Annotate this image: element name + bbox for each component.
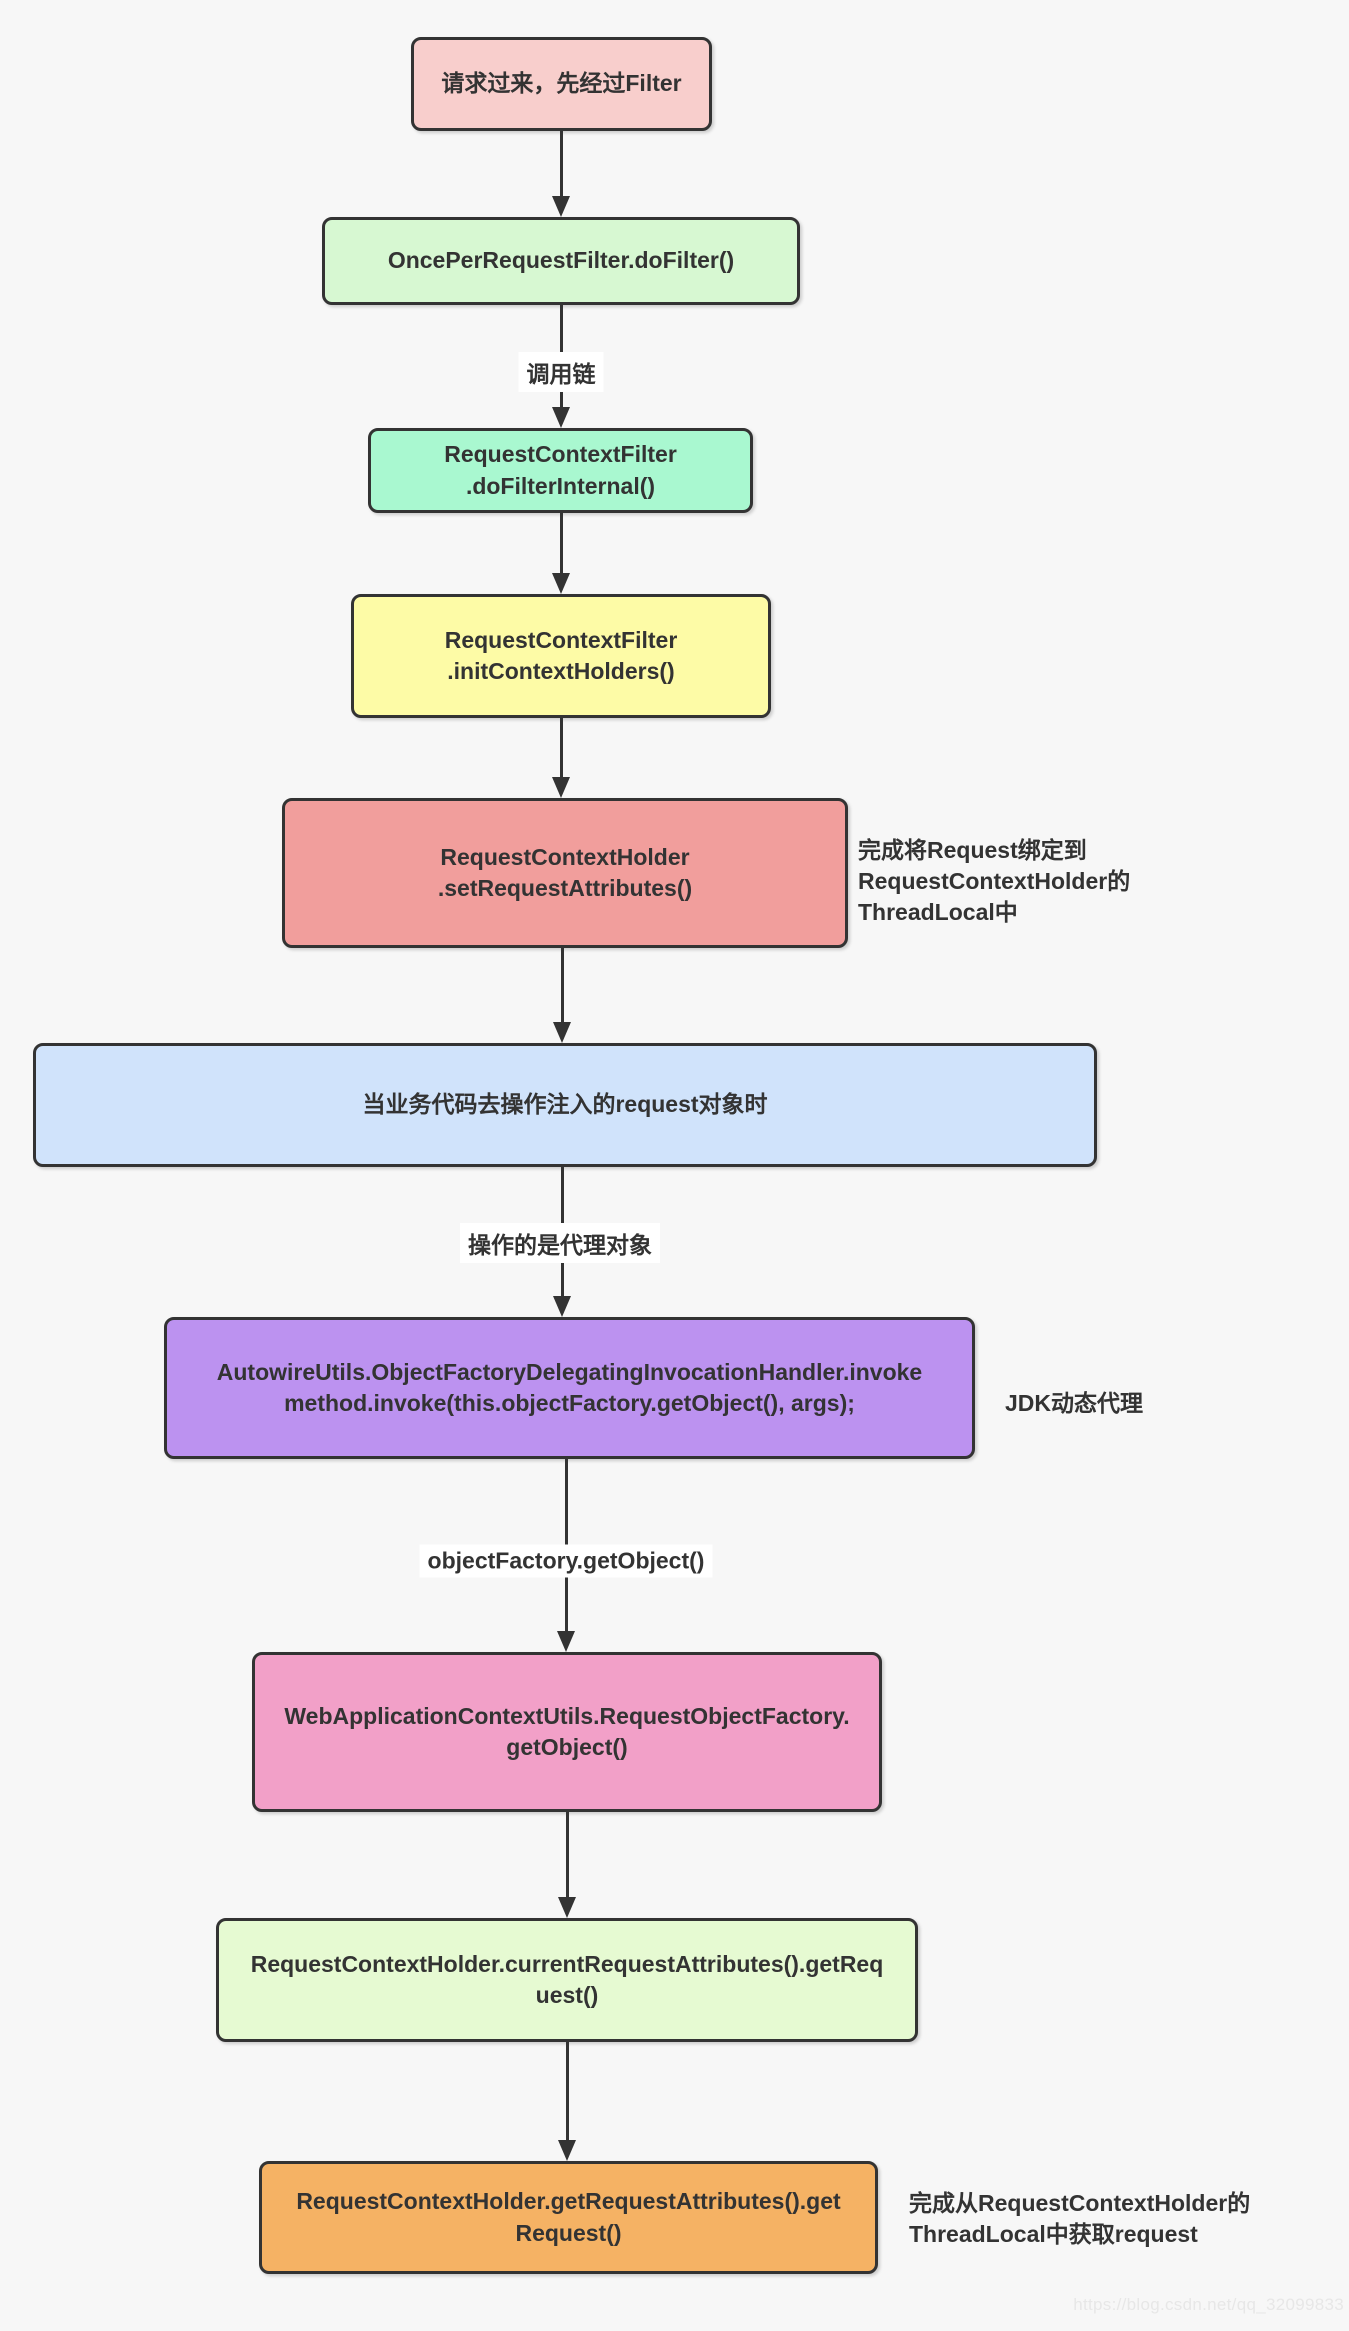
edge-label-proxy-object: 操作的是代理对象 (460, 1223, 660, 1263)
arrow-line (565, 2042, 569, 2141)
edge-label-objectfactory-getobject: objectFactory.getObject() (419, 1544, 713, 1578)
arrow-head-icon (553, 1022, 571, 1043)
node-webapplicationcontextutils-requestobjectfactory: WebApplicationContextUtils.RequestObject… (252, 1652, 882, 1812)
node-request-context-filter-dofilterinternal: RequestContextFilter .doFilterInternal() (368, 428, 753, 513)
annotation-get-from-threadlocal: 完成从RequestContextHolder的 ThreadLocal中获取r… (909, 2190, 1251, 2248)
arrow-8 (558, 1812, 576, 1918)
arrow-head-icon (552, 407, 570, 428)
arrow-line (559, 718, 563, 778)
node-once-per-request-filter-dofilter: OncePerRequestFilter.doFilter() (322, 217, 800, 305)
arrow-line (565, 1812, 569, 1898)
arrow-1 (552, 131, 570, 217)
node-getrequestattributes-getrequest: RequestContextHolder.getRequestAttribute… (259, 2161, 878, 2274)
node-request-context-filter-initcontextholders: RequestContextFilter .initContextHolders… (351, 594, 771, 718)
arrow-line (559, 513, 563, 574)
node-request-incoming: 请求过来，先经过Filter (411, 37, 712, 131)
node-autowireutils-invocationhandler-invoke: AutowireUtils.ObjectFactoryDelegatingInv… (164, 1317, 975, 1459)
watermark-url: https://blog.csdn.net/qq_32099833 (1073, 2295, 1344, 2314)
arrow-3 (552, 513, 570, 594)
arrow-head-icon (552, 196, 570, 217)
arrow-head-icon (552, 573, 570, 594)
arrow-head-icon (558, 2140, 576, 2161)
arrow-line (560, 948, 564, 1023)
node-business-code-operates-request: 当业务代码去操作注入的request对象时 (33, 1043, 1097, 1167)
arrow-line (559, 131, 563, 197)
arrow-head-icon (552, 777, 570, 798)
annotation-jdk-dynamic-proxy: JDK动态代理 (1005, 1390, 1144, 1416)
arrow-head-icon (553, 1296, 571, 1317)
node-currentrequestattributes-getrequest: RequestContextHolder.currentRequestAttri… (216, 1918, 918, 2042)
edge-label-call-chain: 调用链 (518, 352, 604, 392)
arrow-head-icon (557, 1631, 575, 1652)
arrow-9 (558, 2042, 576, 2161)
arrow-head-icon (558, 1897, 576, 1918)
node-request-context-holder-setrequestattributes: RequestContextHolder .setRequestAttribut… (282, 798, 848, 948)
annotation-bind-to-threadlocal: 完成将Request绑定到 RequestContextHolder的 Thre… (858, 837, 1131, 926)
arrow-5 (553, 948, 571, 1043)
arrow-4 (552, 718, 570, 798)
